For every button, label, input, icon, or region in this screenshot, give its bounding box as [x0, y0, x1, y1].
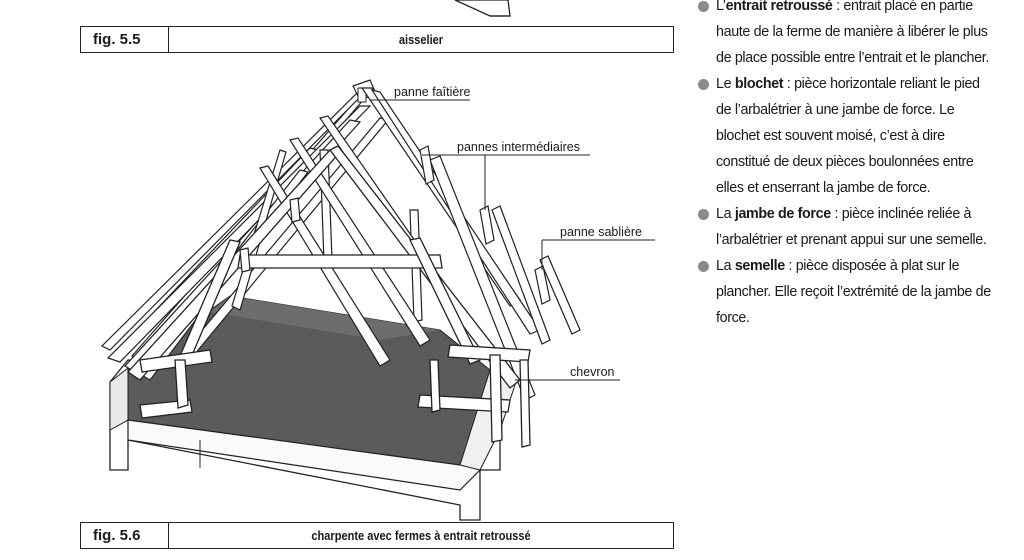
definition-item: La jambe de force : pièce inclinée relié… [698, 201, 998, 253]
roof-truss-illustration: panne faîtière pannes intermédiaires pan… [100, 0, 655, 521]
definition-prefix: La [716, 206, 735, 222]
figure-number: fig. 5.6 [81, 523, 169, 548]
figure-number: fig. 5.5 [81, 27, 169, 52]
definition-text: : pièce horizontale reliant le pied de l… [716, 76, 980, 196]
definition-prefix: L’ [716, 0, 726, 14]
definition-prefix: Le [716, 76, 735, 92]
definition-item: L’entrait retroussé : entrait placé en p… [698, 0, 998, 71]
definitions-list: L’entrait retroussé : entrait placé en p… [698, 0, 998, 331]
bullet-icon [698, 209, 709, 220]
definition-prefix: La [716, 258, 735, 274]
label-panne-faitiere: panne faîtière [394, 85, 470, 99]
definition-item: La semelle : pièce disposée à plat sur l… [698, 253, 998, 331]
bullet-icon [698, 1, 709, 12]
definition-term: semelle [734, 258, 785, 274]
figure-caption-text: aisselier [398, 32, 444, 47]
definition-term: entrait retroussé [725, 0, 833, 14]
definition-item: Le blochet : pièce horizontale reliant l… [698, 71, 998, 201]
definition-text: : entrait placé en partie haute de la fe… [716, 0, 989, 66]
label-pannes-intermediaires: pannes intermédiaires [457, 140, 580, 154]
definition-term: blochet [734, 76, 784, 92]
bullet-icon [698, 79, 709, 90]
label-chevron: chevron [570, 365, 615, 379]
definition-text: : pièce inclinée reliée à l’arbalétrier … [716, 206, 987, 248]
definition-text: : pièce disposée à plat sur le plancher.… [716, 258, 991, 326]
definition-term: jambe de force [734, 206, 831, 222]
figure-caption-5-5: fig. 5.5 aisselier [80, 26, 674, 53]
bullet-icon [698, 261, 709, 272]
figure-caption-5-6: fig. 5.6 charpente avec fermes à entrait… [80, 522, 674, 549]
label-panne-sabliere: panne sablière [560, 225, 642, 239]
figure-caption-text: charpente avec fermes à entrait retrouss… [311, 528, 531, 543]
